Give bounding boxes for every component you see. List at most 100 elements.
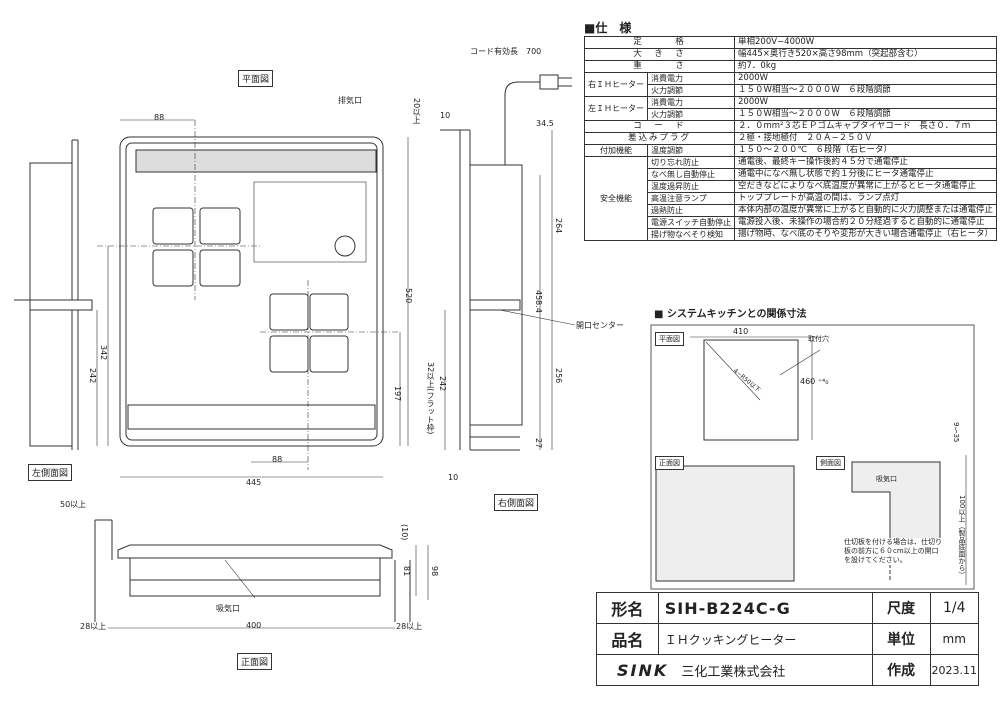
spec-val: ２極・接地極付 ２０Ａ−２５０Ｖ: [733, 132, 998, 145]
left-side-view-drawing: [14, 139, 93, 450]
kitchen-plan-label: 平面図: [655, 332, 684, 346]
dim-right-10-bottom: 10: [448, 473, 459, 482]
scale-value: 1/4: [929, 592, 979, 624]
dim-front-50up: 50以上: [60, 500, 87, 509]
model-value: SIH-B224C-G: [657, 592, 873, 624]
right-side-view-label: 右側面図: [494, 494, 539, 511]
kitchen-heading: ■ システムキッチンとの関係寸法: [654, 309, 807, 320]
spec-key: 定 格: [584, 36, 735, 49]
spec-val: １５０W相当〜２０００W ６段階調節: [733, 84, 998, 97]
dim-right-458-4: 458.4: [534, 290, 543, 313]
spec-sub-key: 消費電力: [647, 72, 735, 85]
dim-plan-197: 197: [393, 386, 402, 402]
dim-front-28up-left: 28以上: [80, 622, 107, 631]
flat-frame-label: 32以上(フラット枠): [426, 362, 435, 435]
spec-sub-key: 揚げ物なべそり検知: [647, 228, 735, 241]
made-label: 作成: [871, 654, 931, 686]
company-logo: SINK: [617, 660, 669, 680]
left-side-view-label: 左側面図: [28, 464, 73, 481]
kitchen-front-drawing: [655, 465, 795, 582]
kitchen-note: 仕切板を付ける場合は、仕切り板の前方に６０cm以上の開口を設けてください。: [844, 538, 944, 566]
spec-val: 2000W: [733, 72, 998, 85]
spec-key: コ ー ド: [584, 120, 735, 133]
dim-right-256: 256: [554, 368, 563, 384]
kitchen-intake-label: 吸気口: [876, 475, 897, 483]
product-value: ＩＨクッキングヒーター: [657, 623, 873, 655]
spec-val: 揚げ物時、なべ底のそりや変形が大きい場合通電停止（右ヒータ）: [733, 228, 998, 241]
kitchen-dim-100: 100以上（製品底面から）: [958, 495, 966, 579]
spec-key: 差込みプラグ: [584, 132, 735, 145]
spec-left-ih-label: 左ＩＨヒーター: [584, 96, 648, 121]
spec-val: 電源投入後、未操作の場合約２０分経過すると自動的に通電停止: [733, 216, 998, 229]
dim-front-98: 98: [430, 566, 439, 577]
exhaust-label: 排気口: [338, 96, 362, 105]
dim-front-400: 400: [246, 621, 262, 630]
dim-plan-242: 242: [88, 368, 97, 384]
intake-label: 吸気口: [216, 604, 240, 613]
date-value: 2023.11: [929, 654, 979, 686]
kitchen-mount-hole-label: 取付穴: [808, 335, 829, 343]
spec-sub-key: 温度調節: [647, 144, 735, 157]
title-block: 形名 SIH-B224C-G 尺度 1/4 品名 ＩＨクッキングヒーター 単位 …: [596, 592, 979, 686]
spec-table: ■仕 様 定 格単相200V−4000W 大 き さ幅445×奥行き520×高さ…: [584, 20, 998, 241]
dim-plan-88-top: 88: [154, 113, 165, 122]
kitchen-dim-9-35: 9〜35: [952, 422, 960, 443]
spec-val: トッププレートが高温の間は、ランプ点灯: [733, 192, 998, 205]
kitchen-plan-drawing: [690, 336, 821, 441]
kitchen-dim-460: 460 ⁺⁴₀: [800, 377, 829, 386]
dim-plan-445: 445: [246, 478, 262, 487]
spec-sub-key: 電源スイッチ自動停止: [647, 216, 735, 229]
dim-right-34-5: 34.5: [536, 119, 554, 128]
spec-val: 約7．0kg: [733, 60, 998, 73]
scale-label: 尺度: [871, 592, 931, 624]
spec-key: 重 さ: [584, 60, 735, 73]
spec-sub-key: なべ無し自動停止: [647, 168, 735, 181]
dim-front-28up-right: 28以上: [396, 622, 423, 631]
company-name: 三化工業株式会社: [681, 664, 786, 680]
spec-val: 単相200V−4000W: [733, 36, 998, 49]
spec-val: 幅445×奥行き520×高さ98mm（突起部含む）: [733, 48, 998, 61]
dim-right-242: 242: [438, 376, 447, 392]
cord-length-label: コード有効長 700: [470, 47, 542, 56]
spec-extra-group: 付加機能: [584, 144, 648, 157]
kitchen-frame: [650, 324, 975, 590]
spec-right-ih-label: 右ＩＨヒーター: [584, 72, 648, 97]
dim-front-81: 81: [402, 566, 411, 577]
model-label: 形名: [596, 592, 659, 624]
spec-val: 本体内部の温度が異常に上がると自動的に火力調整または通電停止: [733, 204, 998, 217]
spec-sub-key: 温度過昇防止: [647, 180, 735, 193]
dim-right-20up: 20以上: [412, 98, 421, 125]
spec-val: １５０〜２００℃ ６段階（右ヒータ）: [733, 144, 998, 157]
dim-right-27: 27: [534, 438, 543, 449]
right-side-view-drawing: [440, 74, 576, 451]
spec-sub-key: 切り忘れ防止: [647, 156, 735, 169]
dim-plan-520: 520: [404, 288, 413, 304]
kitchen-dim-410: 410: [733, 327, 749, 336]
dim-right-264: 264: [554, 218, 563, 234]
plan-view-drawing: [96, 119, 409, 478]
spec-val: 通電中になべ無し状態で約１分後にヒータ通電停止: [733, 168, 998, 181]
spec-val: 2000W: [733, 96, 998, 109]
front-view-label: 正面図: [237, 653, 273, 670]
dim-plan-342: 342: [99, 345, 108, 361]
front-view-drawing: [94, 519, 429, 629]
spec-heading: ■仕 様: [584, 21, 632, 35]
unit-label: 単位: [871, 623, 931, 655]
spec-sub-key: 過熱防止: [647, 204, 735, 217]
product-label: 品名: [596, 623, 659, 655]
spec-val: １５０W相当〜２０００W ６段階調節: [733, 108, 998, 121]
kitchen-side-label: 側面図: [816, 456, 845, 470]
kitchen-front-label: 正面図: [655, 456, 684, 470]
dim-plan-88-bottom: 88: [272, 455, 283, 464]
spec-key: 大 き さ: [584, 48, 735, 61]
opening-center-label: 開口センター: [576, 321, 624, 330]
unit-value: mm: [929, 623, 979, 655]
dim-front-10: (10): [400, 524, 409, 541]
spec-val: ２．０mm²３芯ＥＰゴムキャブタイヤコード 長さ０．７ｍ: [733, 120, 998, 133]
dim-right-10-top: 10: [440, 111, 451, 120]
spec-val: 空だきなどによりなべ底温度が異常に上がるとヒータ通電停止: [733, 180, 998, 193]
kitchen-side-drawing: [851, 455, 967, 585]
spec-sub-key: 火力調節: [647, 84, 735, 97]
spec-safety-group: 安全機能: [584, 156, 648, 241]
